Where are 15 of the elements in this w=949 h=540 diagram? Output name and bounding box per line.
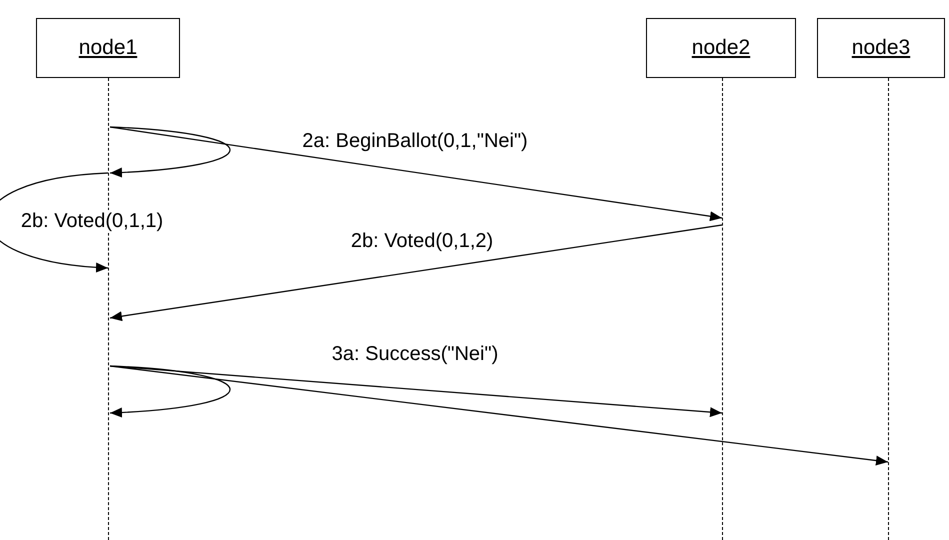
participant-box [646,18,796,78]
participant-name: node3 [852,36,910,60]
self-message-arrow [0,172,108,272]
message-arrow [110,224,722,322]
message-arrow [110,126,722,222]
participant-name: node2 [692,36,750,60]
participant-box [817,18,945,78]
lifeline [888,78,890,540]
message-arrow [110,365,888,466]
self-message-arrow [110,126,230,178]
edge-label: 3a: Success("Nei") [330,343,500,366]
self-message-arrow [110,365,230,418]
participant-box [36,18,180,78]
lifeline [722,78,724,540]
participant-name: node1 [78,36,138,60]
